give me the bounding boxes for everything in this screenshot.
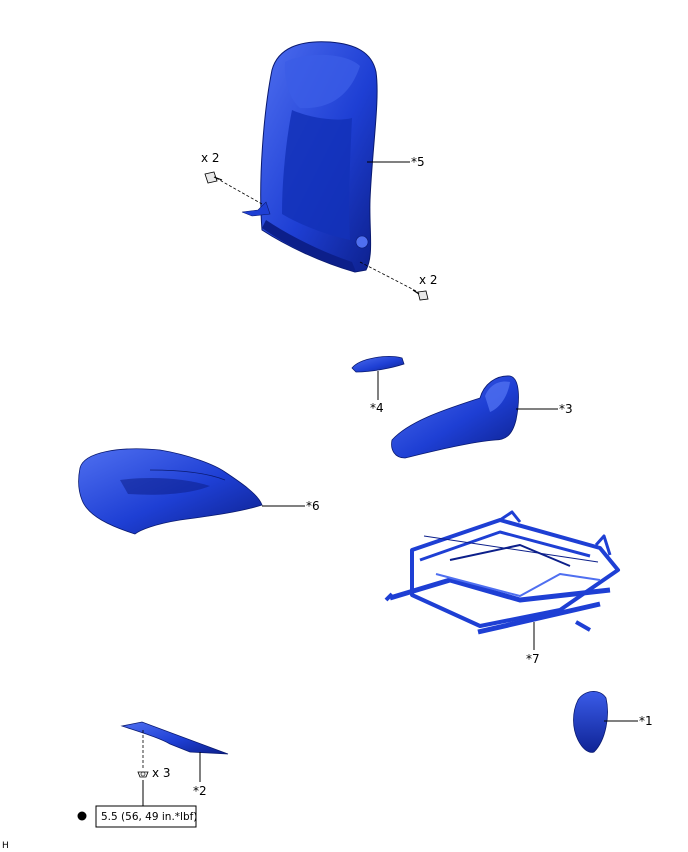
seatback-assembly — [241, 41, 378, 273]
qty-clips: x 3 — [152, 766, 171, 780]
qty-upper-left-bolts: x 2 — [201, 151, 220, 165]
lower-trim-part — [120, 721, 229, 755]
label-part-4: *4 — [370, 401, 384, 415]
torque-box — [95, 805, 197, 828]
small-trim-part — [351, 356, 405, 373]
side-shield-part — [391, 375, 519, 459]
torque-value: 5.5 (56, 49 in.*lbf) — [101, 811, 197, 823]
seat-frame-assembly — [384, 510, 620, 635]
qty-lower-right-bolts: x 2 — [419, 273, 438, 287]
label-part-1: *1 — [639, 714, 653, 728]
bolt-upper-left — [204, 171, 263, 205]
label-part-6: *6 — [306, 499, 320, 513]
label-part-5: *5 — [411, 155, 425, 169]
label-part-7: *7 — [526, 652, 540, 666]
clip-icon — [137, 771, 149, 778]
label-part-2: *2 — [193, 784, 207, 798]
corner-mark: H — [2, 841, 9, 851]
label-part-3: *3 — [559, 402, 573, 416]
seat-cushion-part — [78, 448, 263, 535]
cover-part — [573, 691, 608, 753]
filled-circle-icon — [77, 811, 87, 821]
bolt-lower-right — [359, 261, 429, 301]
